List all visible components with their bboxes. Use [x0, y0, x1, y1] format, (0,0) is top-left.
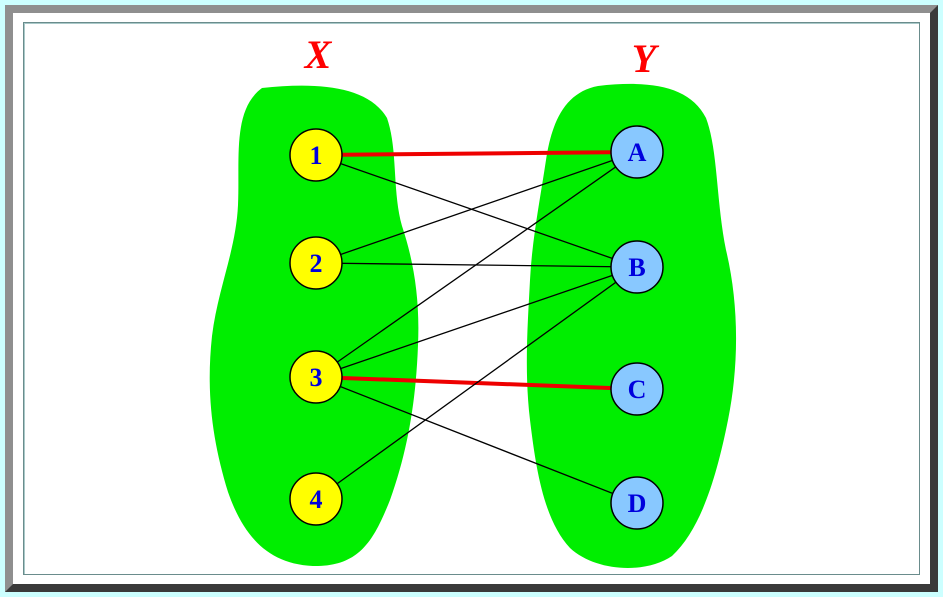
node-label-4: 4: [310, 485, 323, 514]
node-label-B: B: [628, 253, 645, 282]
nodes-layer: 1 2 3 4 A B C D: [289, 125, 664, 530]
node-1: 1: [289, 128, 343, 182]
node-D: D: [610, 476, 664, 530]
node-circle-A: [610, 125, 664, 179]
set-x-region: [209, 85, 419, 566]
node-4: 4: [289, 472, 343, 526]
node-label-2: 2: [310, 249, 323, 278]
node-C: C: [610, 362, 664, 416]
edge-3-D: [315, 376, 638, 504]
edge-2-A: [315, 151, 638, 264]
node-circle-4: [289, 472, 343, 526]
node-circle-C: [610, 362, 664, 416]
node-circle-2: [289, 236, 343, 290]
node-B: B: [610, 240, 664, 294]
node-2: 2: [289, 236, 343, 290]
node-label-C: C: [628, 375, 647, 404]
set-x-title: X: [303, 32, 333, 77]
node-circle-1: [289, 128, 343, 182]
node-A: A: [610, 125, 664, 179]
node-circle-3: [289, 350, 343, 404]
diagram-frame: [5, 5, 938, 592]
edge-3-A: [315, 151, 638, 378]
node-label-3: 3: [310, 363, 323, 392]
node-3: 3: [289, 350, 343, 404]
node-label-D: D: [628, 489, 647, 518]
matched-edge-1-A: [315, 150, 638, 157]
edge-4-B: [315, 266, 638, 500]
set-y-title: Y: [632, 36, 660, 81]
edge-1-B: [315, 154, 638, 268]
diagram-inner-border: [23, 22, 920, 575]
node-circle-D: [610, 476, 664, 530]
node-label-1: 1: [310, 141, 323, 170]
edge-3-B: [315, 266, 638, 378]
node-circle-B: [610, 240, 664, 294]
node-label-A: A: [628, 138, 647, 167]
edges-layer: [315, 150, 638, 504]
set-y-region: [526, 83, 737, 568]
